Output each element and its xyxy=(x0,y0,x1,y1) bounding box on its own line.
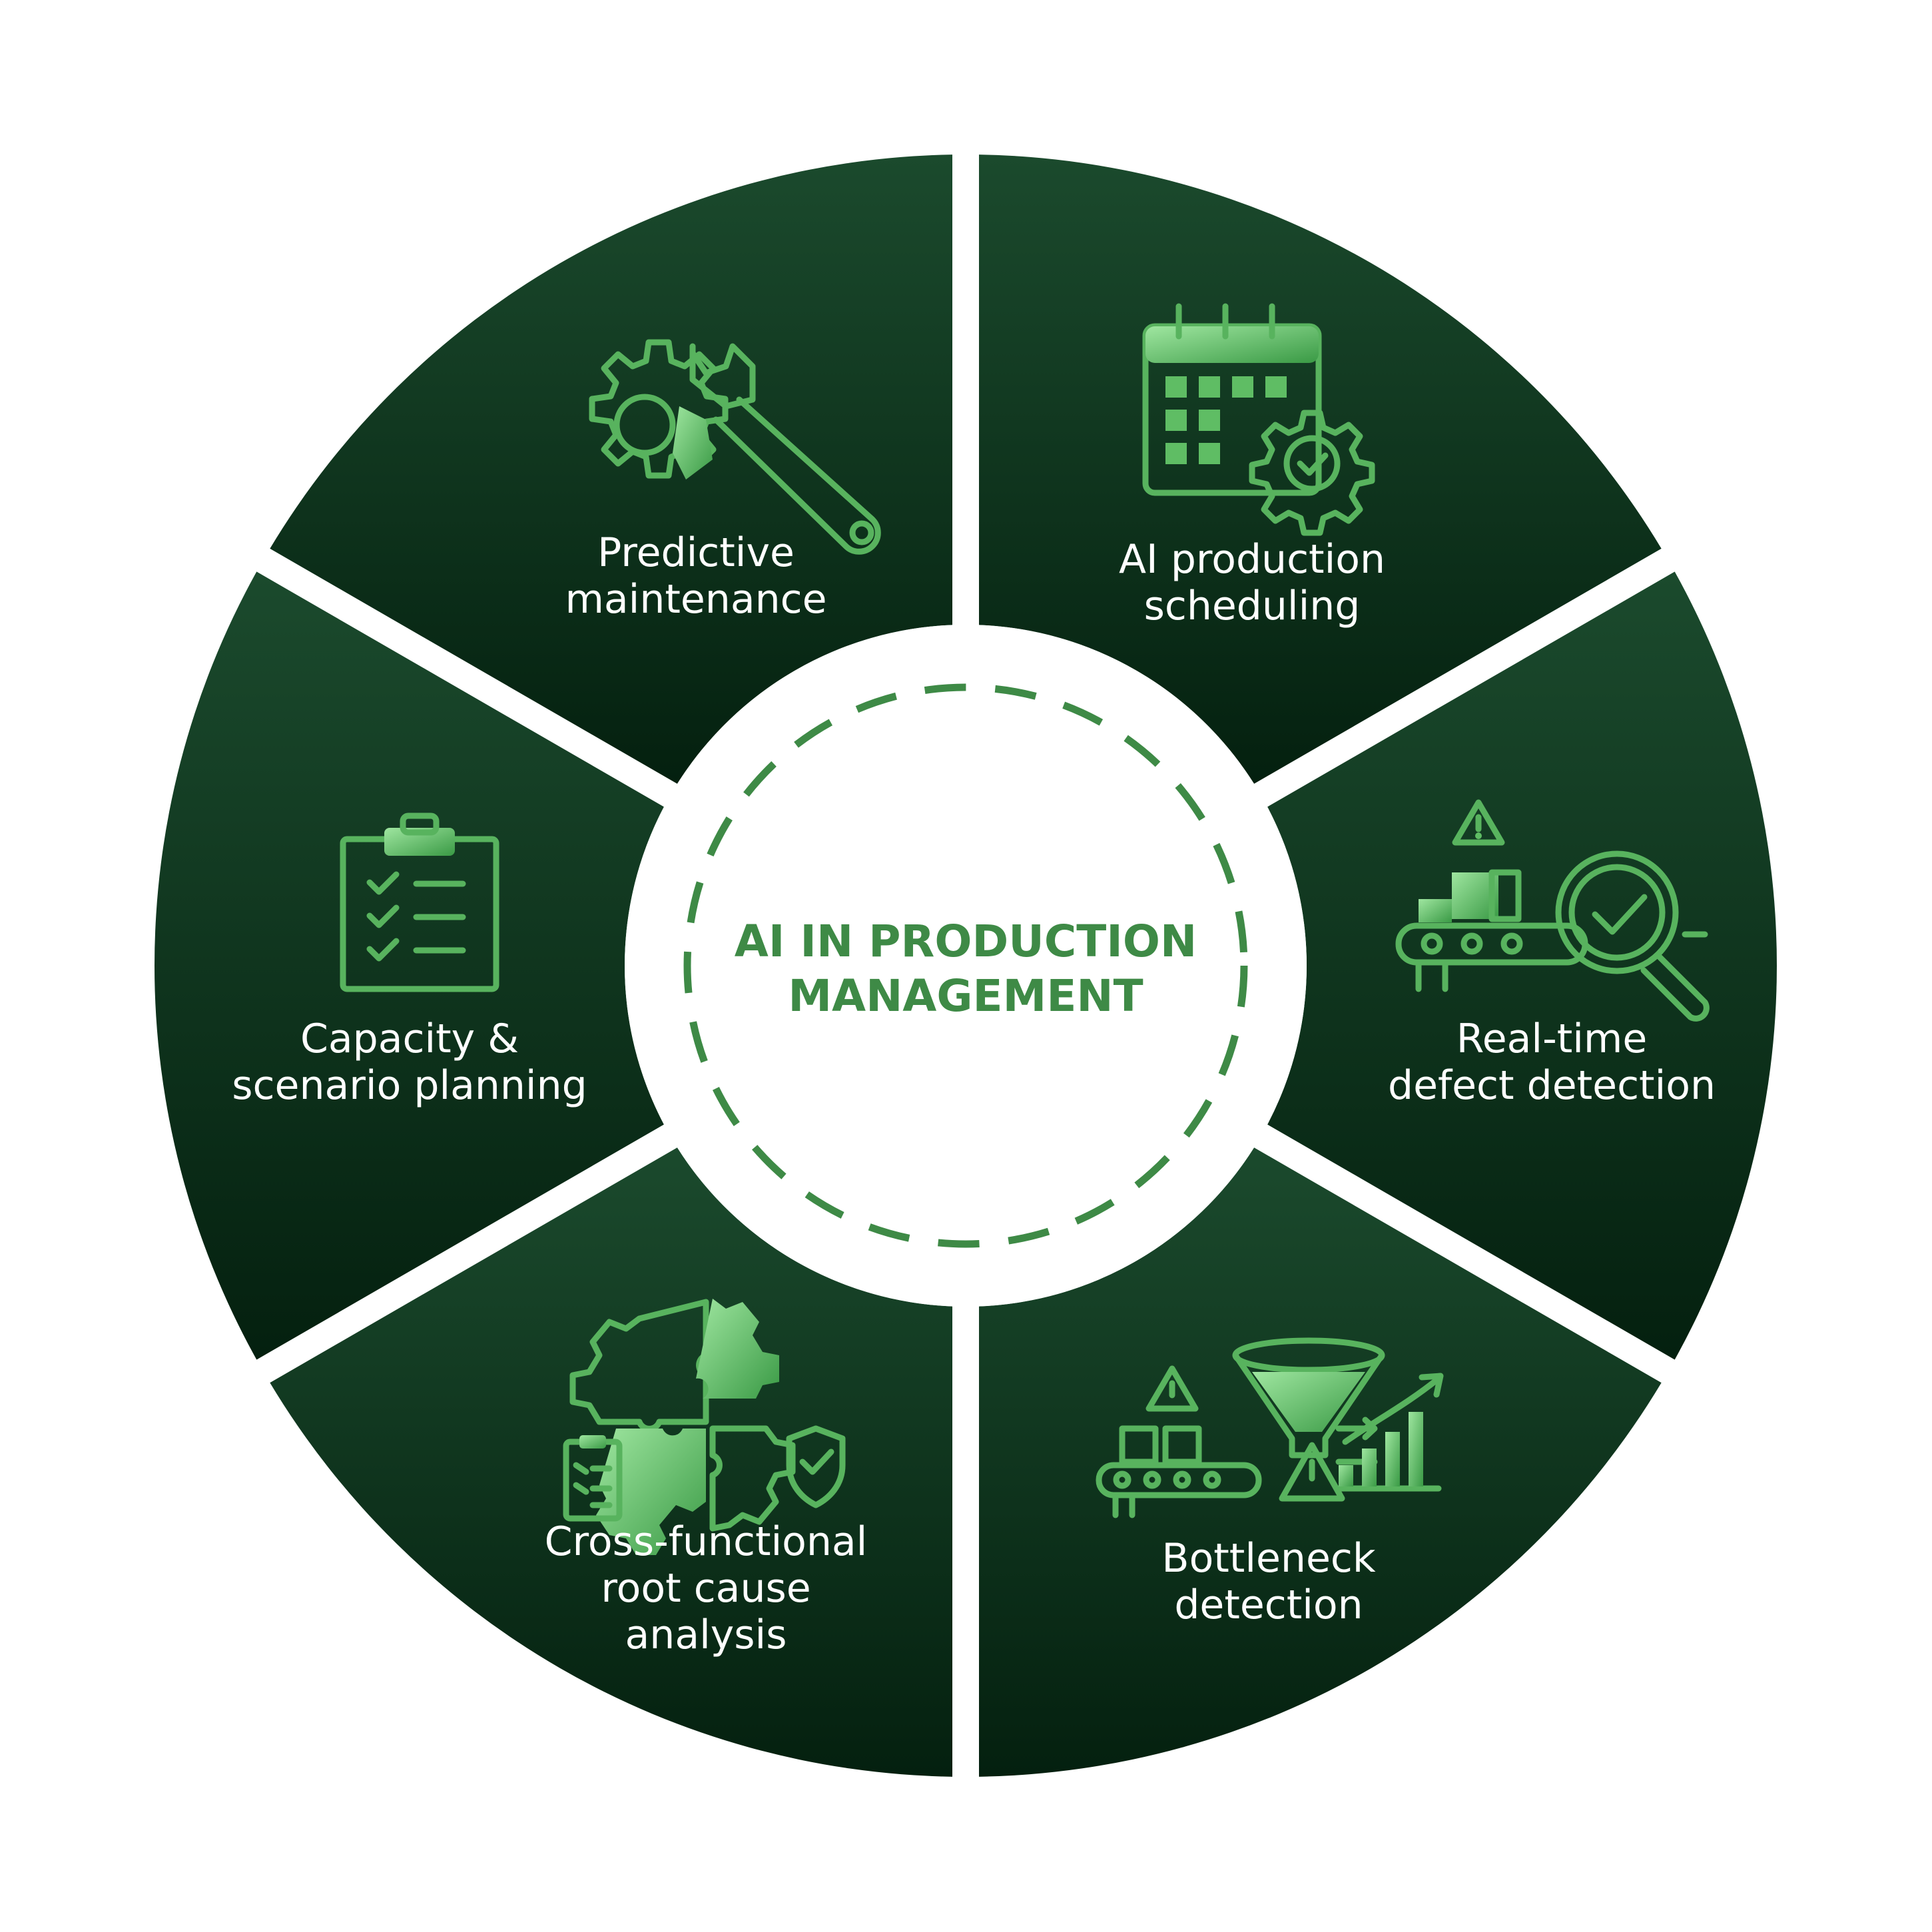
label-predictive-maintenance-1: Predictive xyxy=(597,529,795,576)
gear-wrench-icon xyxy=(589,339,881,555)
center-hub xyxy=(625,625,1307,1307)
center-title-line-2: MANAGEMENT xyxy=(788,970,1143,1022)
segment-real-time-defect-detection[interactable] xyxy=(1267,571,1777,1360)
label-real-time-defect-detection-2: defect detection xyxy=(1388,1062,1716,1109)
calendar-gear-icon xyxy=(1142,303,1375,536)
funnel-chart-icon xyxy=(1096,1337,1444,1518)
puzzle-gear-icon xyxy=(563,1299,846,1555)
clipboard-checklist-icon xyxy=(340,812,499,992)
segment-predictive-maintenance[interactable] xyxy=(270,155,953,784)
label-cross-functional-1: Cross-functional xyxy=(545,1518,868,1565)
conveyor-magnifier-icon xyxy=(1395,799,1710,1022)
label-cross-functional-2: root cause xyxy=(601,1565,810,1612)
label-ai-production-scheduling-2: scheduling xyxy=(1144,583,1361,629)
label-bottleneck-detection-1: Bottleneck xyxy=(1161,1535,1375,1582)
center-dashed-ring xyxy=(683,683,1248,1248)
label-real-time-defect-detection-1: Real-time xyxy=(1456,1016,1648,1062)
segment-capacity-scenario-planning[interactable] xyxy=(154,571,664,1360)
label-predictive-maintenance-2: maintenance xyxy=(565,576,826,623)
label-bottleneck-detection-2: detection xyxy=(1174,1582,1363,1628)
label-cross-functional-3: analysis xyxy=(625,1612,787,1658)
label-capacity-scenario-planning-1: Capacity & xyxy=(300,1016,519,1062)
center-title-line-1: AI IN PRODUCTION xyxy=(735,916,1197,967)
label-ai-production-scheduling-1: AI production xyxy=(1119,536,1385,583)
label-capacity-scenario-planning-2: scenario planning xyxy=(232,1062,587,1109)
